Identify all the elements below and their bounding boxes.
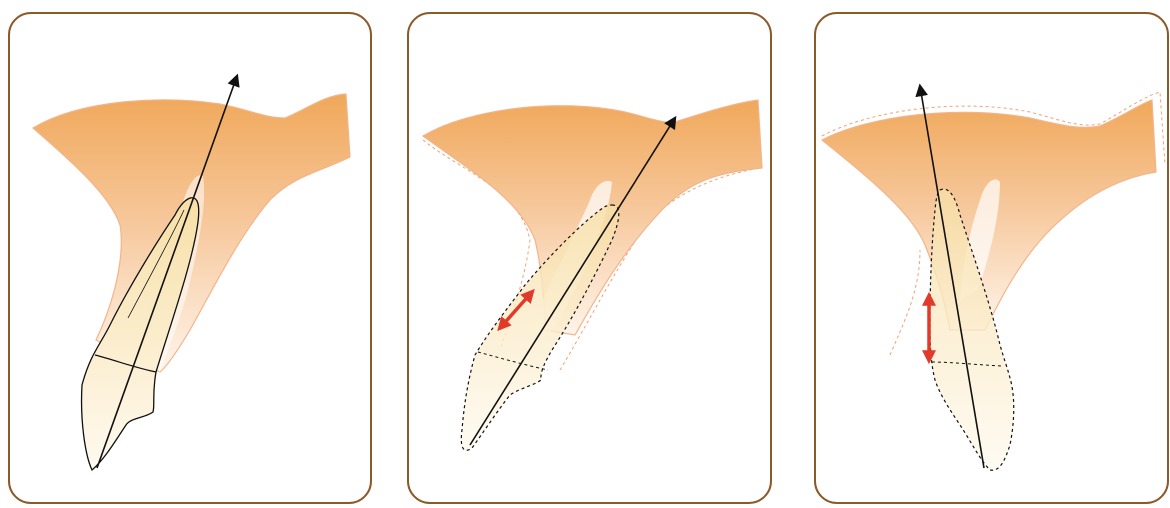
panel-intruded-tooth xyxy=(815,13,1168,503)
panel-initial-position xyxy=(9,13,371,503)
panel-proclined-tooth xyxy=(408,13,771,503)
